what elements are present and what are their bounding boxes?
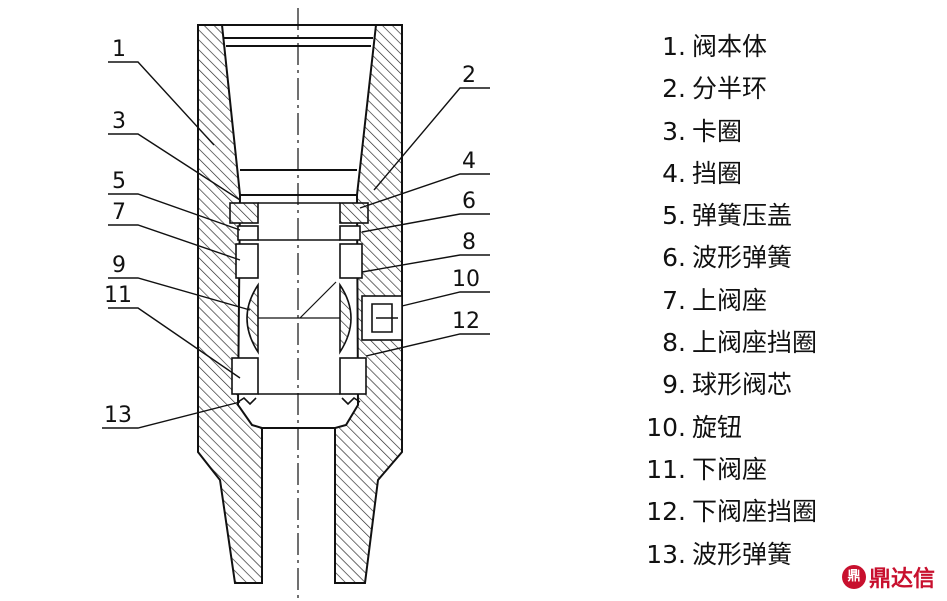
callout-5: 5 [112,169,126,194]
leader-11 [108,307,241,379]
ball-core-diagonal [299,281,337,319]
knob-face [371,303,398,333]
legend-item: 5.弹簧压盖 [628,195,938,237]
watermark-text: 鼎达信 [868,567,935,592]
legend-item: 4.挡圈 [628,153,938,195]
leader-7 [108,224,241,261]
legend-item: 12.下阀座挡圈 [628,491,938,533]
callout-13: 13 [104,403,132,428]
legend-number: 6. [662,243,686,273]
callout-2: 2 [462,63,476,88]
valve-cross-section-drawing: 1 2 3 4 5 6 7 8 9 10 11 12 13 [102,8,490,598]
legend-number: 10. [646,412,686,442]
legend-item: 9.球形阀芯 [628,364,938,406]
leader-8 [361,254,490,273]
leader-12 [365,333,490,357]
legend-label: 下阀座挡圈 [692,497,818,527]
callout-4: 4 [462,149,476,174]
legend-item: 1.阀本体 [628,26,938,68]
legend-item: 11.下阀座 [628,449,938,491]
legend-label: 上阀座挡圈 [692,328,818,358]
legend-number: 5. [662,201,686,231]
watermark-logo-icon: 鼎 [841,565,866,589]
ball-core-right [339,282,352,355]
legend-item: 2.分半环 [628,68,938,110]
legend-label: 下阀座 [692,454,768,484]
leader-lines [102,61,490,429]
callout-1: 1 [112,37,126,62]
legend-number: 9. [662,370,686,400]
spring-cover-left [237,225,259,241]
parts-legend: 1.阀本体 2.分半环 3.卡圈 4.挡圈 5.弹簧压盖 6.波形弹簧 7.上阀… [628,26,938,576]
legend-number: 1. [662,32,686,61]
leader-10 [401,291,490,307]
leader-4 [359,173,490,209]
upper-seat-right [339,243,363,279]
legend-label: 波形弹簧 [692,539,793,569]
legend-number: 11. [646,454,686,484]
upper-bore [222,24,376,196]
callout-3: 3 [112,109,126,134]
lower-seat-left [231,357,259,395]
legend-number: 8. [662,328,686,358]
callout-10: 10 [452,267,480,292]
callout-6: 6 [462,189,476,214]
legend-label: 球形阀芯 [692,370,793,400]
legend-number: 2. [662,74,686,104]
legend-label: 波形弹簧 [692,243,793,273]
legend-label: 卡圈 [692,116,743,146]
spring-cover-right [339,225,361,241]
legend-number: 4. [662,158,686,188]
leader-6 [361,213,490,233]
legend-item: 10.旋钮 [628,407,938,449]
callout-11: 11 [104,283,132,308]
legend-number: 12. [646,497,686,527]
wave-spring-bottom [237,396,361,406]
callout-9: 9 [112,253,126,278]
leader-9 [108,277,251,311]
legend-label: 旋钮 [692,412,743,442]
legend-item: 3.卡圈 [628,111,938,153]
legend-item: 6.波形弹簧 [628,237,938,279]
leader-2 [373,87,490,191]
callout-12: 12 [452,309,480,334]
legend-label: 阀本体 [692,32,768,61]
legend-item: 7.上阀座 [628,280,938,322]
leader-13 [102,401,241,429]
legend-label: 上阀座 [692,285,768,315]
legend-label: 弹簧压盖 [692,201,793,231]
legend-number: 13. [646,539,686,569]
legend-item: 13.波形弹簧 [628,534,938,576]
callout-8: 8 [462,230,476,255]
ball-core-left [246,282,259,355]
legend-number: 3. [662,116,686,146]
legend-label: 分半环 [692,74,768,104]
half-ring-left [229,202,259,224]
legend-item: 8.上阀座挡圈 [628,322,938,364]
legend-label: 挡圈 [692,158,743,188]
leader-3 [108,133,241,201]
callout-7: 7 [112,200,126,225]
lower-seat-right [339,357,367,395]
legend-number: 7. [662,285,686,315]
leader-5 [108,193,241,231]
upper-seat-left [235,243,259,279]
watermark: 鼎 鼎达信 [841,561,935,593]
leader-1 [108,61,215,146]
